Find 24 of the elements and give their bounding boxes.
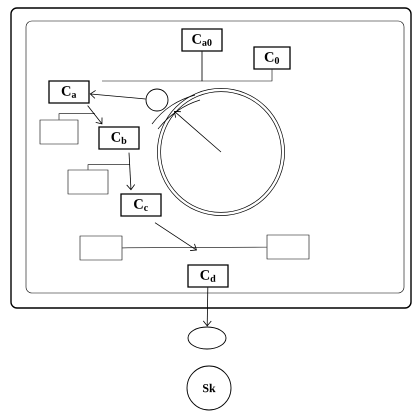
folder-box: [68, 170, 108, 194]
label-box: C$_{a}$: [48, 80, 90, 104]
arrow: [174, 111, 222, 152]
plain-box: [80, 236, 122, 260]
circle-node: Sk: [186, 366, 232, 410]
connector-line: [102, 51, 202, 82]
arrow: [154, 222, 197, 251]
folder-box: [40, 120, 78, 144]
connector-line: [88, 164, 130, 170]
arrow: [87, 105, 102, 124]
connector-line: [58, 113, 96, 120]
label-box: C$_{0}$: [253, 46, 291, 70]
ring: [157, 88, 285, 216]
label-box: C$_{c}$: [120, 193, 162, 217]
label-box: C$_{d}$: [187, 264, 229, 288]
arrow: [126, 152, 136, 190]
arrow: [90, 90, 146, 100]
arrow: [202, 287, 212, 327]
small-ellipse: [188, 326, 226, 350]
connector-line: [122, 246, 267, 248]
label-box: C$_{a0}$: [181, 28, 223, 52]
small-circle: [146, 88, 168, 112]
label-box: C$_{b}$: [98, 126, 140, 150]
plain-box: [266, 234, 310, 260]
